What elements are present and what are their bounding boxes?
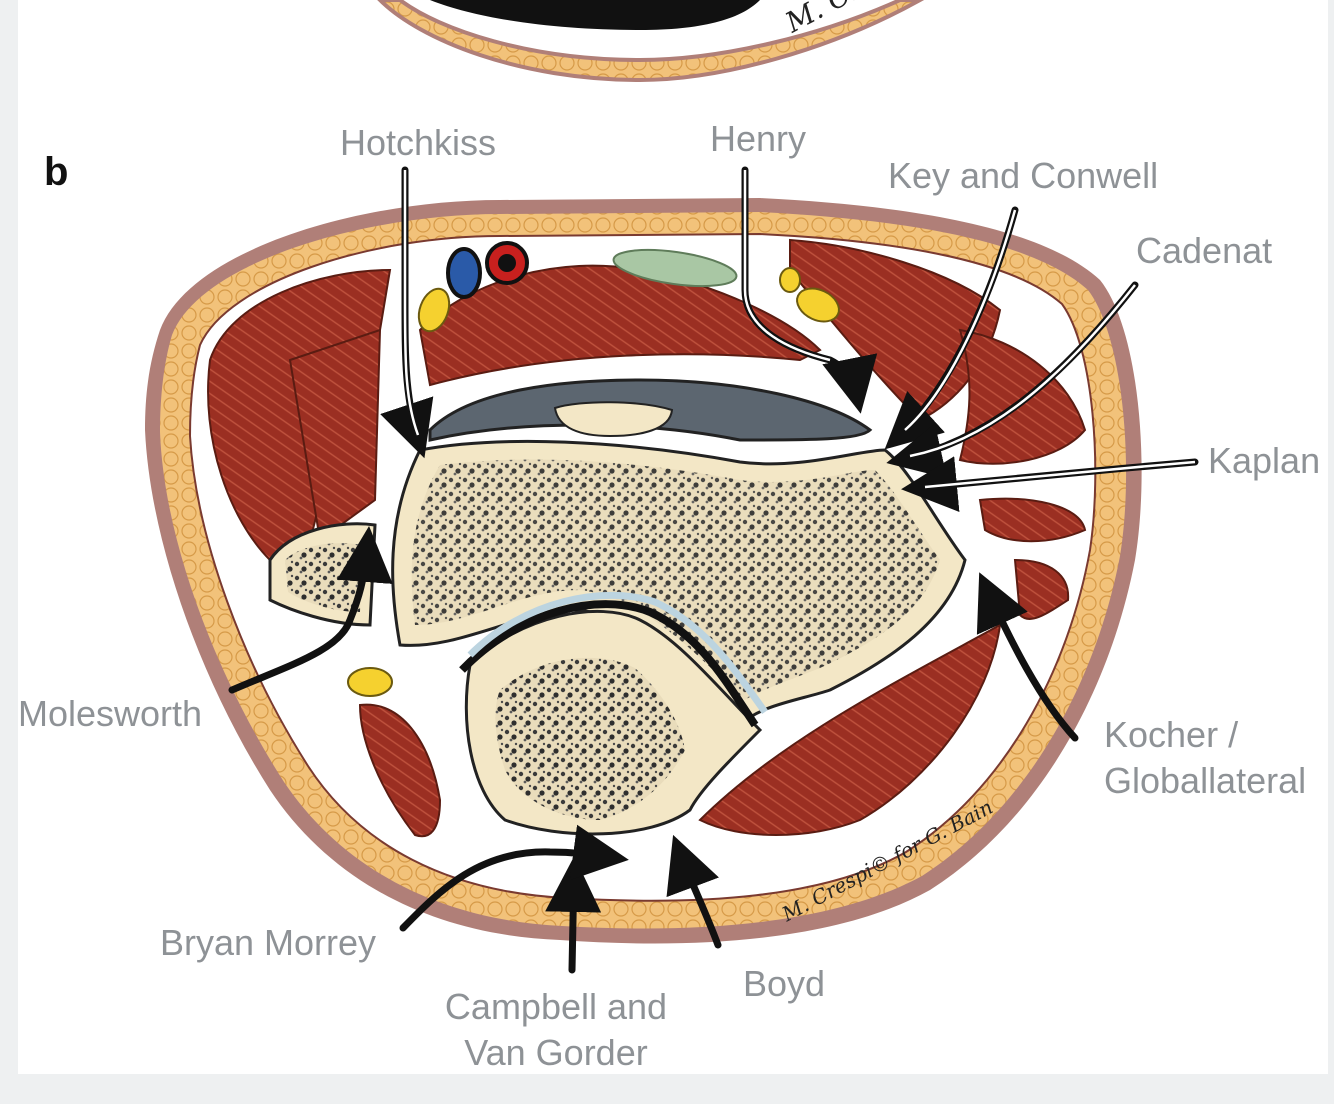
label-campbell-line1: Campbell and bbox=[430, 986, 682, 1028]
label-boyd: Boyd bbox=[743, 963, 825, 1005]
label-kaplan: Kaplan bbox=[1208, 440, 1320, 482]
label-bryan-morrey: Bryan Morrey bbox=[160, 922, 376, 964]
label-kocher-line1: Kocher / bbox=[1104, 714, 1238, 756]
label-key-and-conwell: Key and Conwell bbox=[888, 155, 1158, 197]
campbell-arrow bbox=[572, 870, 574, 970]
label-kocher-line2: Globallateral bbox=[1104, 760, 1306, 802]
label-hotchkiss: Hotchkiss bbox=[340, 122, 496, 164]
panel-letter: b bbox=[44, 150, 68, 195]
label-cadenat: Cadenat bbox=[1136, 230, 1272, 272]
label-campbell-line2: Van Gorder bbox=[430, 1032, 682, 1074]
label-molesworth: Molesworth bbox=[18, 693, 202, 735]
label-henry: Henry bbox=[710, 118, 806, 160]
